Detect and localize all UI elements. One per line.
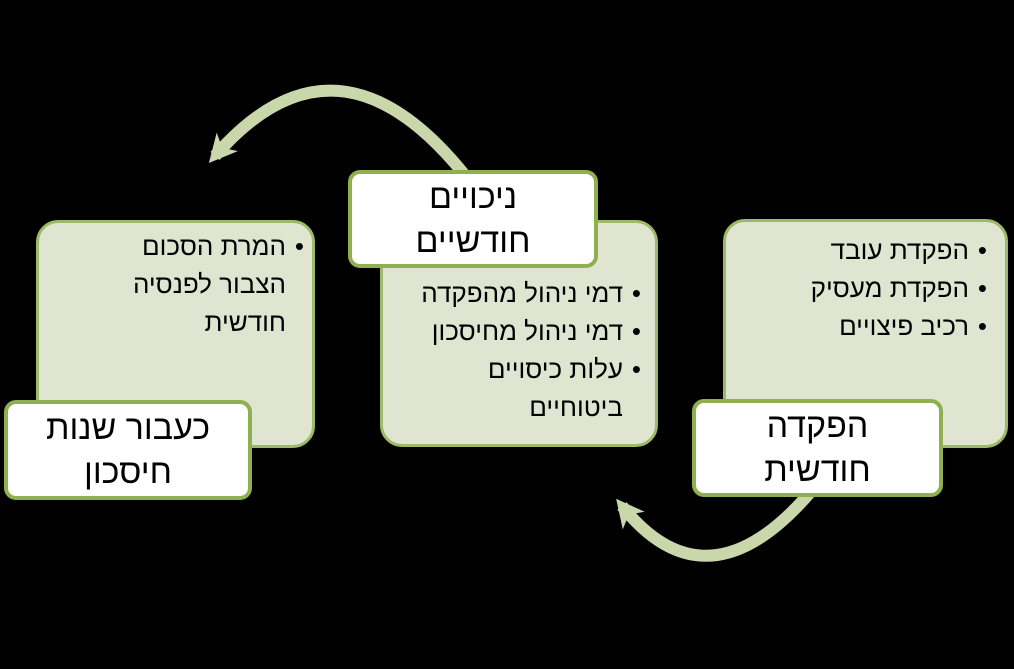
bullet-text: המרת הסכום bbox=[142, 231, 286, 261]
bullet-item: • דמי ניהול מחיסכון bbox=[393, 312, 641, 350]
monthly-deductions-label: ניכויים חודשיים bbox=[348, 170, 598, 268]
bullet-dot: • bbox=[977, 235, 987, 265]
payout-bullets: • המרת הסכום הצבור לפנסיה חודשית bbox=[49, 227, 304, 341]
label-line: חודשיים bbox=[415, 222, 531, 260]
bullet-text: הפקדת מעסיק bbox=[810, 273, 969, 303]
bullet-text: ביטוחיים bbox=[529, 392, 623, 422]
bullet-text: הצבור לפנסיה bbox=[132, 269, 286, 299]
bullet-item: • הפקדת עובד bbox=[736, 231, 987, 269]
monthly-deductions-bullets: • דמי ניהול מהפקדה • דמי ניהול מחיסכון •… bbox=[393, 274, 641, 426]
label-line: כעבור שנות bbox=[45, 409, 211, 447]
bullet-dot: • bbox=[631, 316, 641, 346]
monthly-deposit-box: • הפקדת עובד • הפקדת מעסיק • רכיב פיצויי… bbox=[723, 219, 1008, 448]
payout-label: כעבור שנות חיסכון bbox=[4, 400, 252, 500]
bullet-dot: • bbox=[977, 273, 987, 303]
bullet-dot: • bbox=[631, 354, 641, 384]
bullet-item: • רכיב פיצויים bbox=[736, 307, 987, 345]
label-line: חיסכון bbox=[84, 453, 173, 491]
bullet-text: עלות כיסויים bbox=[487, 354, 623, 384]
bullet-text: חודשית bbox=[204, 307, 286, 337]
bottom-arrow-deposit-to-deductions bbox=[616, 474, 827, 562]
bullet-dot: • bbox=[294, 231, 304, 261]
monthly-deposit-label: הפקדה חודשית bbox=[692, 399, 943, 497]
bullet-item: • הפקדת מעסיק bbox=[736, 269, 987, 307]
bullet-text: רכיב פיצויים bbox=[839, 311, 969, 341]
bullet-item: • עלות כיסויים ביטוחיים bbox=[393, 350, 641, 426]
monthly-deposit-bullets: • הפקדת עובד • הפקדת מעסיק • רכיב פיצויי… bbox=[736, 231, 987, 345]
label-line: הפקדה bbox=[766, 407, 869, 445]
bullet-dot: • bbox=[977, 311, 987, 341]
label-line: חודשית bbox=[764, 451, 871, 489]
top-arrow-deductions-to-payout bbox=[208, 84, 485, 199]
label-line: ניכויים bbox=[428, 178, 518, 216]
bullet-text: דמי ניהול מחיסכון bbox=[431, 316, 623, 346]
bullet-item: • המרת הסכום הצבור לפנסיה חודשית bbox=[49, 227, 304, 341]
bullet-text: הפקדת עובד bbox=[830, 235, 969, 265]
bullet-text: דמי ניהול מהפקדה bbox=[421, 278, 623, 308]
bullet-dot: • bbox=[631, 278, 641, 308]
bullet-item: • דמי ניהול מהפקדה bbox=[393, 274, 641, 312]
